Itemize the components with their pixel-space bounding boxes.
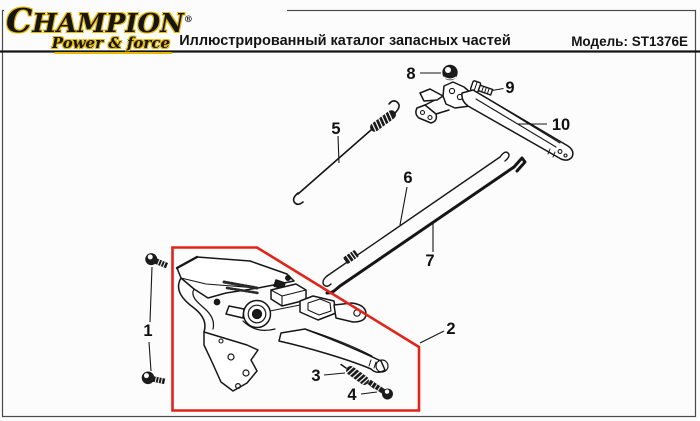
- bolt-drawing-part4: [367, 379, 393, 400]
- registered-mark-icon: ®: [183, 15, 193, 25]
- part-label-9: 9: [505, 79, 514, 97]
- bolts-drawing-part1: [141, 253, 169, 385]
- leader-lines: [148, 72, 547, 395]
- part-label-7: 7: [425, 252, 434, 270]
- part-label-3: 3: [311, 367, 320, 385]
- part-label-1: 1: [143, 322, 152, 340]
- part-label-4: 4: [347, 386, 357, 404]
- rod-drawing-part6: [322, 151, 510, 287]
- part-labels: 1 2 3 4 5 6 7 8 9 10: [143, 65, 570, 404]
- rod-drawing-part7: [325, 156, 527, 295]
- part-label-5: 5: [331, 120, 340, 138]
- part-label-8: 8: [406, 65, 415, 83]
- part-label-10: 10: [552, 116, 570, 134]
- spring-drawing-part3: [340, 363, 375, 389]
- lever-arm-drawing-part10: [415, 81, 574, 161]
- part-label-2: 2: [446, 320, 455, 338]
- nut-drawing-part8: [442, 64, 458, 81]
- assembly-drawing-part2: [175, 255, 389, 392]
- catalog-title: Иллюстрированный каталог запасных частей: [179, 33, 511, 49]
- champion-logo: CHAMPION® Power & force: [6, 1, 193, 54]
- highlight-box: [171, 246, 421, 412]
- model-label: Модель: ST1376E: [571, 34, 688, 49]
- part-label-6: 6: [403, 169, 412, 187]
- brand-name: CHAMPION®: [6, 1, 193, 40]
- logo-swoosh: [54, 52, 172, 54]
- spring-drawing-part5: [292, 100, 400, 206]
- brand-tagline: Power & force: [51, 34, 170, 52]
